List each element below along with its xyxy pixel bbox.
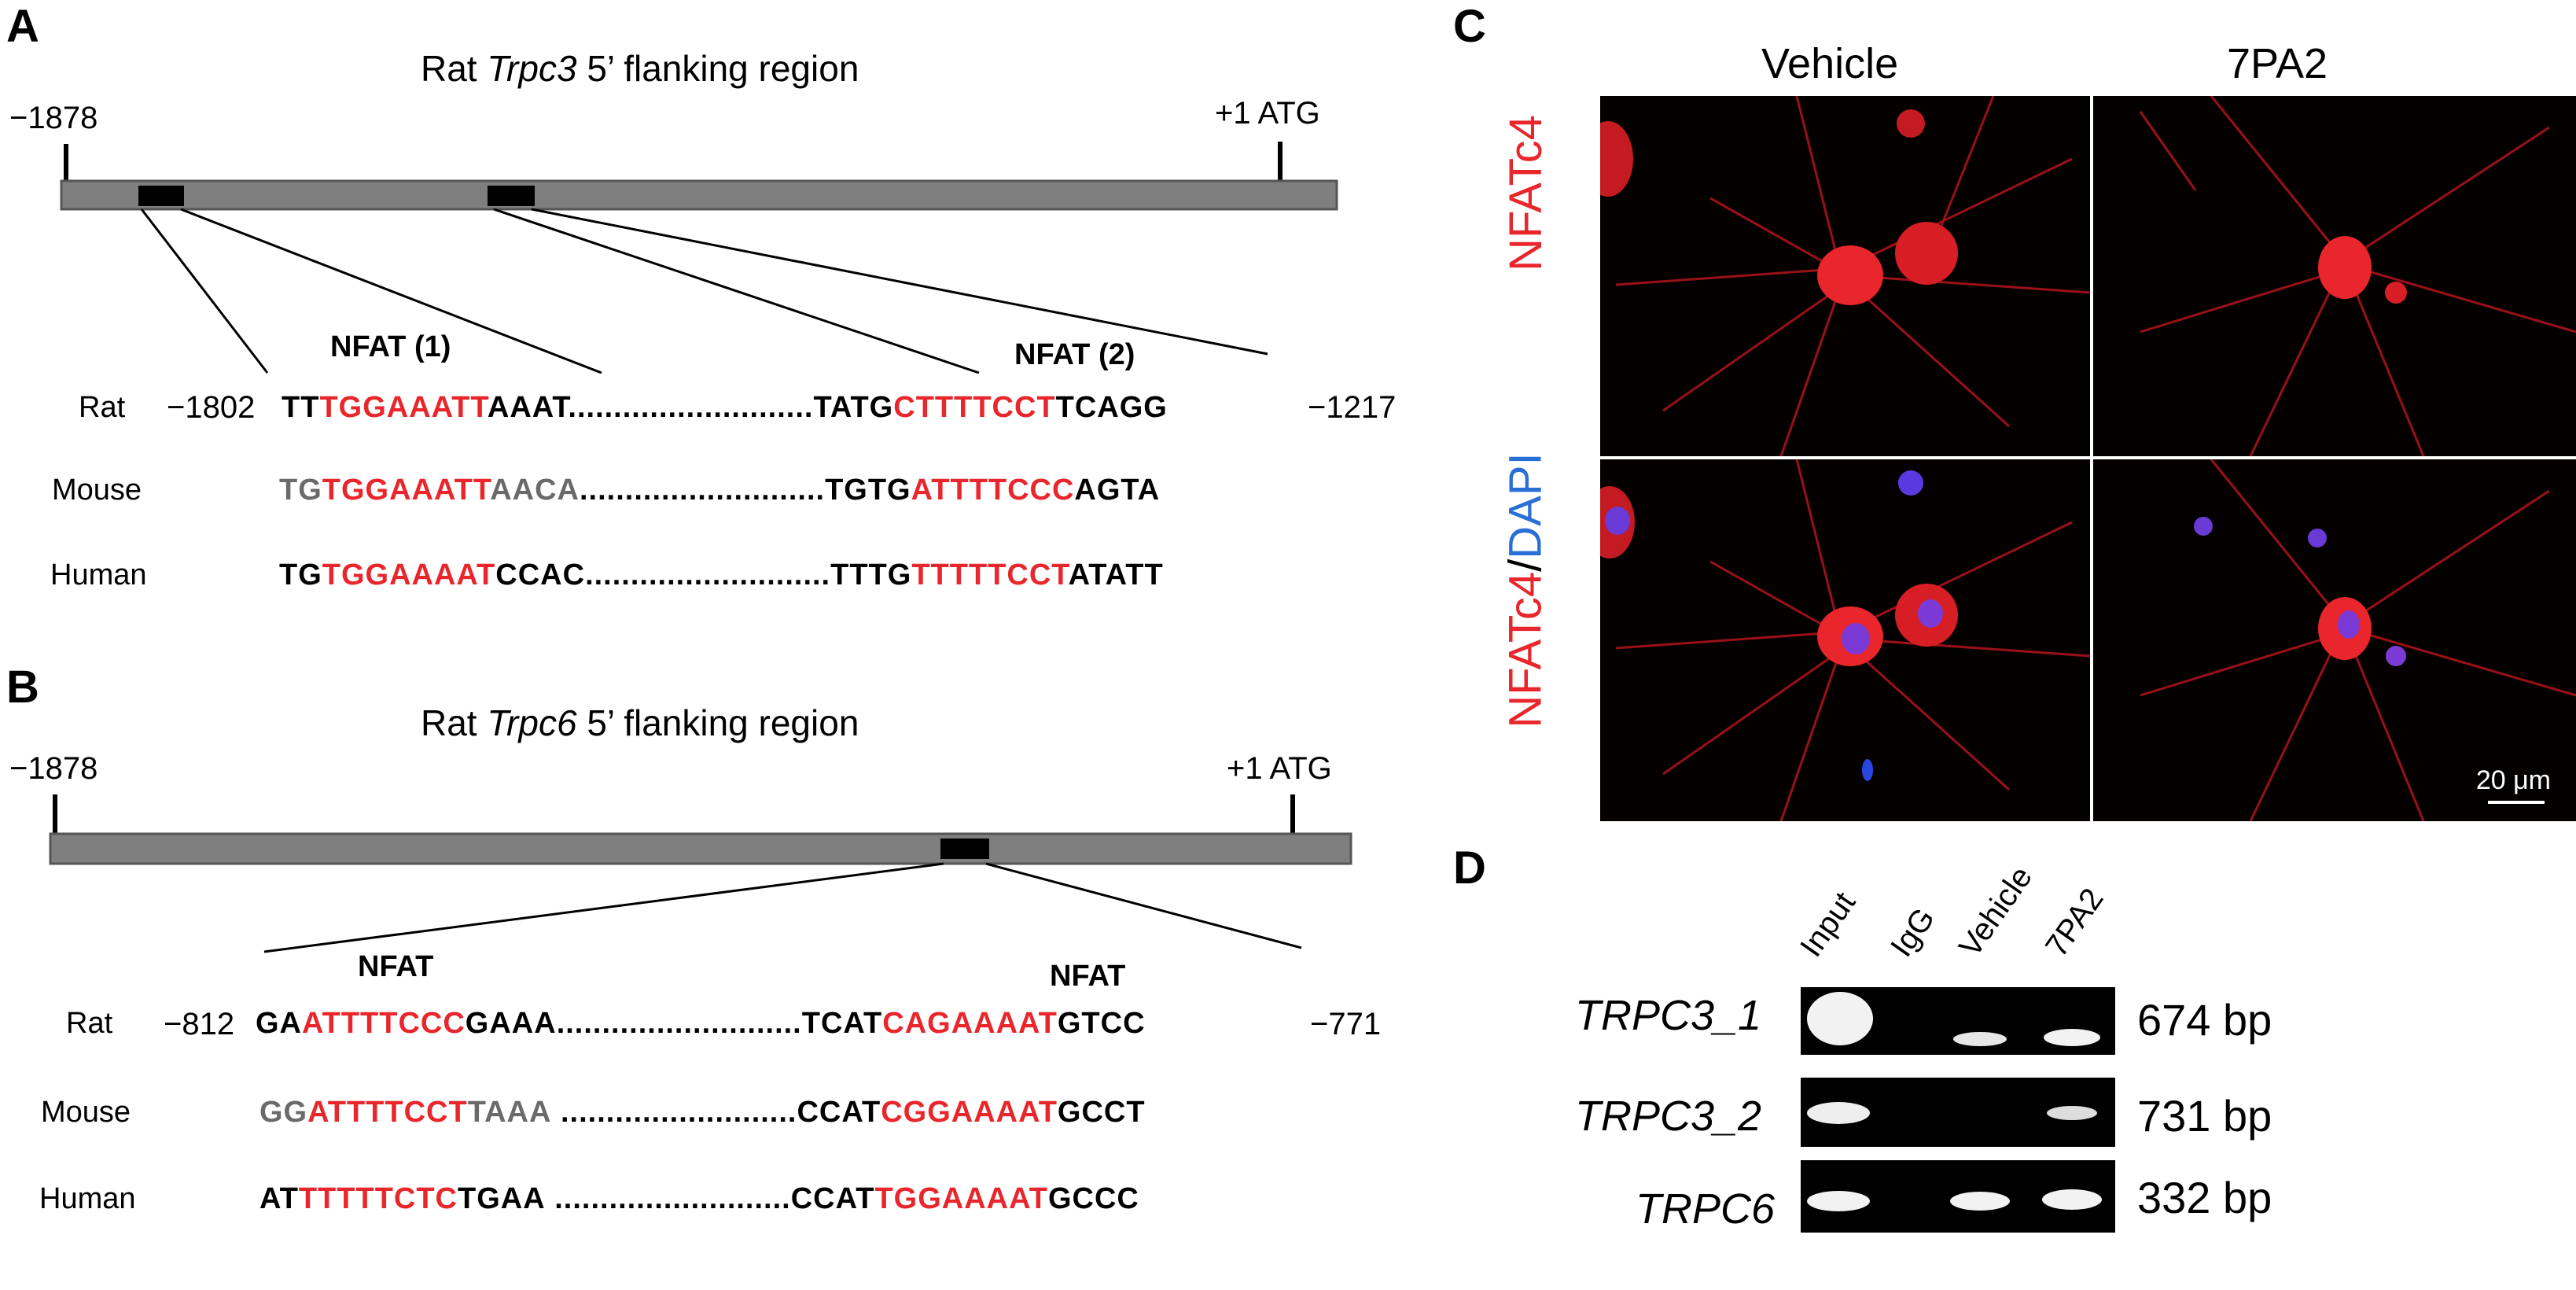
panel-b-mouse-species: Mouse bbox=[41, 1096, 131, 1129]
panel-a-promoter-map bbox=[60, 142, 1338, 374]
panel-a-rat-seq: TTTGGAAATTAAAT..........................… bbox=[282, 391, 1168, 424]
lane-label-vehicle: Vehicle bbox=[1952, 860, 2040, 964]
panel-c-row1-label-wrap: NFATc4 bbox=[1459, 115, 1592, 271]
panel-b-rat-end: −771 bbox=[1310, 1007, 1382, 1041]
panel-c-row1-label: NFATc4 bbox=[1500, 114, 1551, 271]
micrograph-vehicle-merge bbox=[1600, 459, 2090, 821]
panel-a-left-coord: −1878 bbox=[9, 101, 98, 135]
panel-a-human-seq: TGTGGAAAATCCAC..........................… bbox=[279, 558, 1164, 592]
panel-a-mouse-seq: TGTGGAAATTAACA..........................… bbox=[279, 474, 1161, 507]
panel-c-label: C bbox=[1453, 1, 1486, 52]
panel-c-col1-title: Vehicle bbox=[1761, 40, 1899, 87]
panel-c-row2-label: NFATc4/DAPI bbox=[1500, 452, 1551, 728]
panel-b-label: B bbox=[6, 662, 39, 713]
micrograph-7pa2-nfatc4 bbox=[2093, 96, 2576, 456]
nfat-site-box bbox=[940, 838, 989, 859]
panel-c-col2-title: 7PA2 bbox=[2227, 40, 2328, 87]
panel-b-title: Rat Trpc6 5’ flanking region bbox=[421, 702, 859, 743]
gel-row-gene-2: TRPC3_2 bbox=[1575, 1093, 1762, 1140]
gel-strip-1 bbox=[1801, 987, 2115, 1055]
gel-row-size-2: 731 bp bbox=[2137, 1091, 2272, 1141]
panel-a-human-species: Human bbox=[50, 558, 147, 592]
panel-b-promoter-map bbox=[49, 794, 1352, 953]
panel-b-rat-species: Rat bbox=[66, 1007, 113, 1040]
nfat-site-box-1 bbox=[138, 186, 184, 206]
scale-bar bbox=[2488, 801, 2545, 804]
panel-b-rat-seq: GAATTTTCCCGAAA..........................… bbox=[256, 1007, 1146, 1040]
gel-row-gene-1: TRPC3_1 bbox=[1575, 992, 1762, 1039]
panel-b-human-species: Human bbox=[39, 1182, 136, 1215]
panel-d-label: D bbox=[1453, 842, 1486, 894]
panel-b-left-coord: −1878 bbox=[9, 751, 98, 786]
promoter-bar bbox=[60, 179, 1338, 211]
panel-b-right-coord: +1 ATG bbox=[1227, 751, 1332, 786]
gel-row-gene-3: TRPC6 bbox=[1636, 1185, 1776, 1233]
panel-a-title: Rat Trpc3 5’ flanking region bbox=[421, 48, 859, 89]
promoter-bar bbox=[49, 832, 1352, 865]
panel-a-rat-species: Rat bbox=[79, 391, 126, 424]
scale-bar-label: 20 μm bbox=[2475, 765, 2551, 795]
panel-b-rat-start: −812 bbox=[164, 1007, 235, 1041]
panel-a-nfat1-label: NFAT (1) bbox=[330, 330, 451, 363]
panel-a-label: A bbox=[6, 1, 39, 52]
gel-strip-3 bbox=[1801, 1160, 2115, 1233]
gel-strip-2 bbox=[1801, 1078, 2115, 1147]
lane-label-igg: IgG bbox=[1884, 901, 1942, 964]
panel-a-rat-start: −1802 bbox=[167, 390, 256, 425]
micrograph-7pa2-merge: 20 μm bbox=[2093, 459, 2576, 821]
panel-a-rat-end: −1217 bbox=[1308, 390, 1397, 425]
nfat-site-box-2 bbox=[488, 186, 535, 206]
panel-a-right-coord: +1 ATG bbox=[1215, 96, 1320, 131]
gel-row-size-3: 332 bp bbox=[2137, 1173, 2272, 1222]
panel-a-nfat2-label: NFAT (2) bbox=[1014, 338, 1135, 371]
panel-a-mouse-species: Mouse bbox=[52, 474, 142, 507]
panel-b-mouse-seq: GGATTTTCCTTAAA .........................… bbox=[259, 1096, 1146, 1129]
gel-row-size-1: 674 bp bbox=[2137, 995, 2272, 1045]
panel-b-nfat1-label: NFAT bbox=[358, 950, 434, 983]
micrograph-vehicle-nfatc4 bbox=[1600, 96, 2090, 456]
lane-label-7pa2: 7PA2 bbox=[2039, 882, 2110, 964]
panel-b-human-seq: ATTTTTTCTCTGAA .........................… bbox=[259, 1182, 1139, 1215]
lane-label-input: Input bbox=[1794, 886, 1863, 964]
panel-b-nfat2-label: NFAT bbox=[1050, 960, 1126, 993]
